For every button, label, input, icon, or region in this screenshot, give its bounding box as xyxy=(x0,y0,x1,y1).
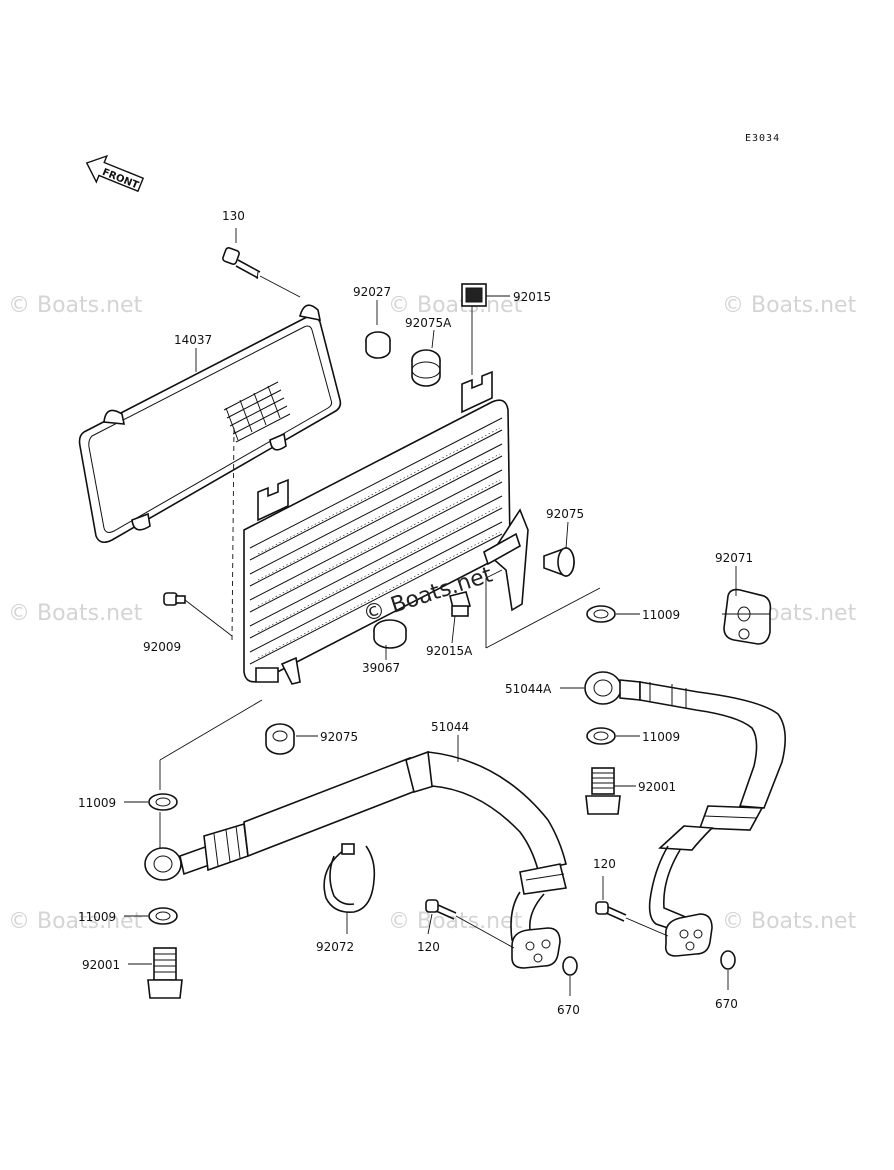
label-92009: 92009 xyxy=(143,640,181,654)
washer-11009-b xyxy=(586,727,640,745)
label-92015A: 92015A xyxy=(426,644,473,658)
watermark: © Boats.net xyxy=(388,293,523,318)
label-92072: 92072 xyxy=(316,940,354,954)
oil-cooler-screen xyxy=(78,304,342,641)
part-labels: 130 92027 92015 14037 92075A 92075 92071… xyxy=(78,209,753,1017)
label-130: 130 xyxy=(222,209,245,223)
label-92001-right: 92001 xyxy=(638,780,676,794)
label-92075-upper: 92075 xyxy=(546,507,584,521)
label-11009-c: 11009 xyxy=(78,796,116,810)
label-92015: 92015 xyxy=(513,290,551,304)
label-120-left: 120 xyxy=(417,940,440,954)
label-11009-b: 11009 xyxy=(642,730,680,744)
bolt-120-right xyxy=(595,876,669,937)
grommet-39067 xyxy=(373,619,407,660)
grommet-92075-upper xyxy=(543,521,575,578)
washer-11009-d xyxy=(124,907,178,925)
label-51044A: 51044A xyxy=(505,682,552,696)
label-670-right: 670 xyxy=(715,997,738,1011)
label-92027: 92027 xyxy=(353,285,391,299)
label-39067: 39067 xyxy=(362,661,400,675)
watermark: © Boats.net xyxy=(8,293,143,318)
collar-92027 xyxy=(365,300,391,359)
label-92001-left: 92001 xyxy=(82,958,120,972)
label-92075A: 92075A xyxy=(405,316,452,330)
label-51044: 51044 xyxy=(431,720,469,734)
bolt-92009 xyxy=(163,592,233,637)
label-92075-lower: 92075 xyxy=(320,730,358,744)
washer-11009-a xyxy=(586,605,640,623)
clamp-92071 xyxy=(722,566,772,645)
watermark: © Boats.net xyxy=(722,293,857,318)
watermark: © Boats.net xyxy=(722,909,857,934)
label-92071: 92071 xyxy=(715,551,753,565)
label-11009-a: 11009 xyxy=(642,608,680,622)
o-ring-670-right xyxy=(720,950,736,990)
label-670-left: 670 xyxy=(557,1003,580,1017)
o-ring-670-left xyxy=(562,956,578,996)
bolt-130 xyxy=(222,228,301,298)
oil-hose-51044 xyxy=(144,735,567,969)
grommet-92075-lower xyxy=(265,723,318,755)
watermark: © Boats.net xyxy=(8,601,143,626)
banjo-bolt-92001-right xyxy=(585,767,636,815)
nut-92015 xyxy=(461,283,510,375)
nut-92015A xyxy=(449,569,601,649)
washer-11009-c xyxy=(124,793,178,848)
oil-hose-51044A xyxy=(560,671,786,957)
grommet-92075A xyxy=(411,329,441,387)
diagram-code: E3034 xyxy=(745,133,780,144)
watermark: © Boats.net xyxy=(8,909,143,934)
label-14037: 14037 xyxy=(174,333,212,347)
front-arrow-icon: FRONT xyxy=(85,154,145,193)
label-11009-d: 11009 xyxy=(78,910,116,924)
oil-cooler xyxy=(243,370,529,685)
bolt-120-left xyxy=(425,899,515,949)
label-120-right: 120 xyxy=(593,857,616,871)
banjo-bolt-92001-left xyxy=(128,947,183,999)
clamp-band-92072 xyxy=(323,843,376,934)
